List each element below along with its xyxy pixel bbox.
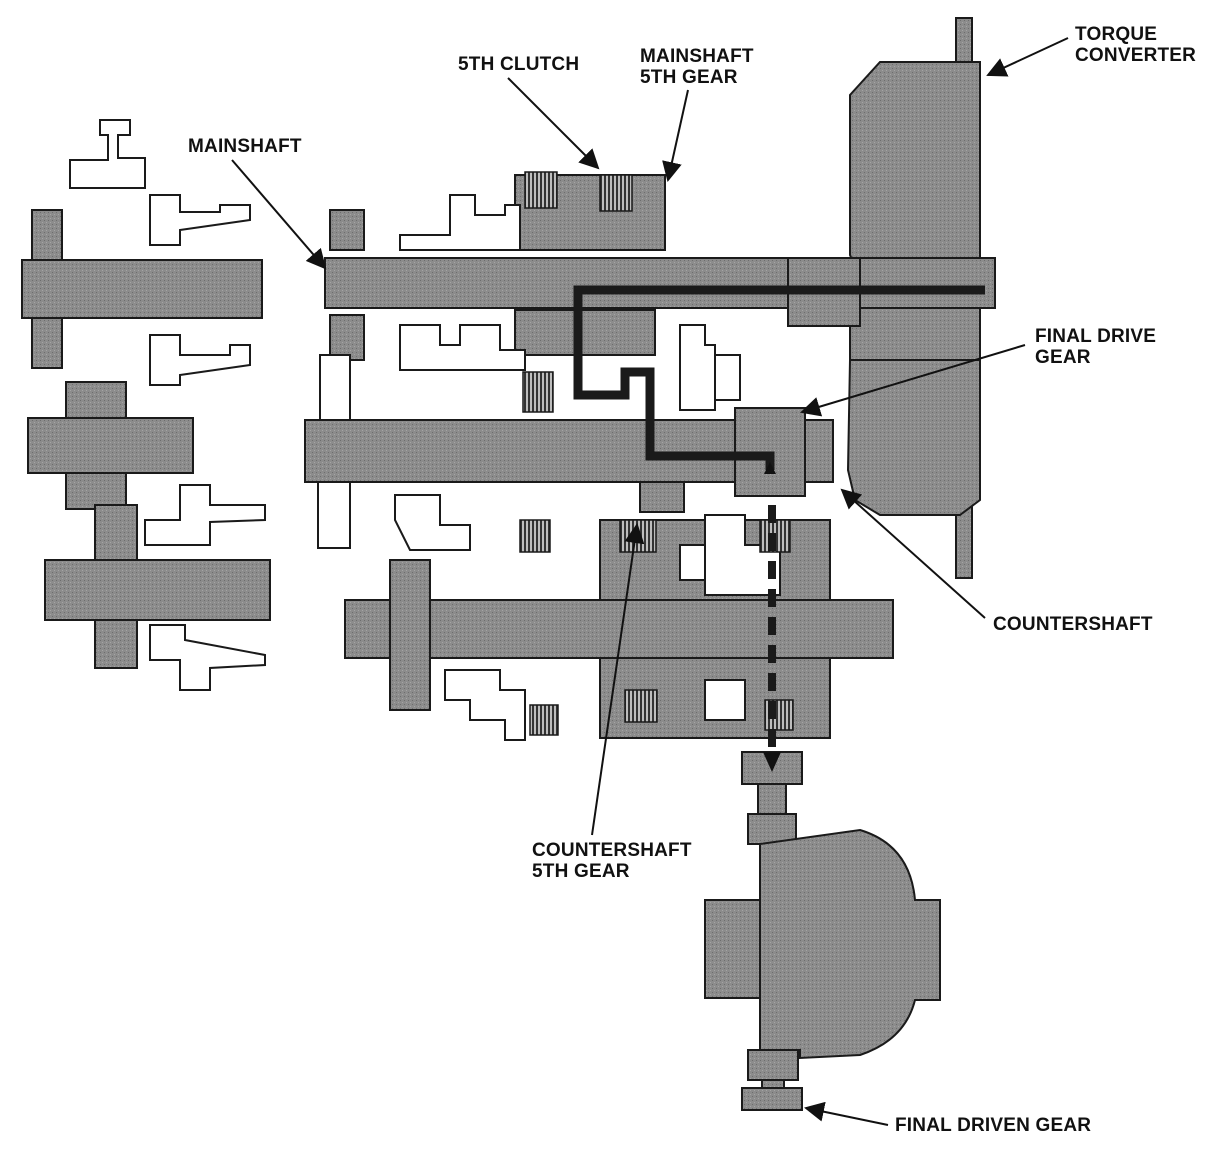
leader-countershaft bbox=[840, 488, 986, 619]
gear-outline-14 bbox=[704, 679, 746, 721]
label-line: COUNTERSHAFT bbox=[532, 840, 692, 861]
label-line: COUNTERSHAFT bbox=[993, 614, 1153, 635]
clutch-splines-4 bbox=[519, 519, 551, 553]
label-mainshaft-fifth-gear: MAINSHAFT 5TH GEAR bbox=[640, 46, 754, 88]
gear-outline-9 bbox=[394, 494, 471, 551]
clutch-splines-8 bbox=[529, 704, 559, 736]
fifth-clutch-splines bbox=[599, 174, 633, 212]
leader-torque-converter bbox=[986, 37, 1069, 77]
countershaft bbox=[304, 407, 834, 513]
label-line: CONVERTER bbox=[1075, 45, 1197, 66]
gear-outline-4 bbox=[399, 324, 526, 371]
power-flow-dashed-arrowhead bbox=[763, 752, 781, 772]
label-line: 5TH GEAR bbox=[532, 861, 630, 882]
label-fifth-clutch: 5TH CLUTCH bbox=[458, 54, 579, 75]
gear-outline-13 bbox=[679, 544, 706, 581]
gear-outline-7 bbox=[149, 624, 266, 691]
label-mainshaft: MAINSHAFT bbox=[188, 136, 302, 157]
leader-mainshaft bbox=[231, 159, 327, 270]
label-line: FINAL DRIVE bbox=[1035, 326, 1157, 347]
label-torque-converter: TORQUE CONVERTER bbox=[1075, 24, 1196, 66]
gear-outline-3 bbox=[399, 194, 521, 251]
gear-outline-6 bbox=[144, 484, 266, 546]
gear-outline-8 bbox=[444, 669, 526, 741]
gear-outline-16 bbox=[317, 481, 351, 549]
label-final-drive-gear: FINAL DRIVE GEAR bbox=[1035, 326, 1156, 368]
power-flow-path bbox=[573, 285, 985, 470]
label-line: GEAR bbox=[1035, 347, 1091, 368]
label-line: FINAL DRIVEN GEAR bbox=[895, 1115, 1092, 1136]
secondary-shaft bbox=[344, 519, 894, 739]
gear-outline-5 bbox=[149, 334, 251, 386]
label-line: 5TH GEAR bbox=[640, 67, 738, 88]
label-line: MAINSHAFT bbox=[640, 46, 754, 67]
leader-countershaft-fifth-gear bbox=[591, 523, 645, 836]
label-line: MAINSHAFT bbox=[188, 136, 302, 157]
leader-final-driven-gear bbox=[804, 1101, 889, 1126]
gear-outline-10 bbox=[679, 324, 716, 411]
differential bbox=[704, 751, 941, 1111]
leader-fifth-clutch bbox=[507, 77, 600, 170]
power-flow-arrowhead bbox=[764, 462, 776, 474]
clutch-splines-3 bbox=[522, 371, 554, 413]
label-line: TORQUE bbox=[1075, 24, 1158, 45]
clutch-splines-1 bbox=[524, 171, 558, 209]
countershaft-fifth-splines bbox=[619, 519, 657, 553]
gear-outline-1 bbox=[69, 119, 146, 189]
leader-mainshaft-fifth-gear bbox=[662, 89, 689, 182]
gear-outline-11 bbox=[714, 354, 741, 401]
label-final-driven-gear: FINAL DRIVEN GEAR bbox=[895, 1115, 1091, 1136]
label-countershaft-fifth-gear: COUNTERSHAFT 5TH GEAR bbox=[532, 840, 692, 882]
clutch-splines-7 bbox=[624, 689, 658, 723]
left-assembly bbox=[21, 209, 271, 669]
gear-outline-2 bbox=[149, 194, 251, 246]
label-countershaft: COUNTERSHAFT bbox=[993, 614, 1153, 635]
leader-final-drive-gear bbox=[800, 344, 1026, 417]
label-line: 5TH CLUTCH bbox=[458, 54, 580, 75]
gear-outline-15 bbox=[319, 354, 351, 421]
